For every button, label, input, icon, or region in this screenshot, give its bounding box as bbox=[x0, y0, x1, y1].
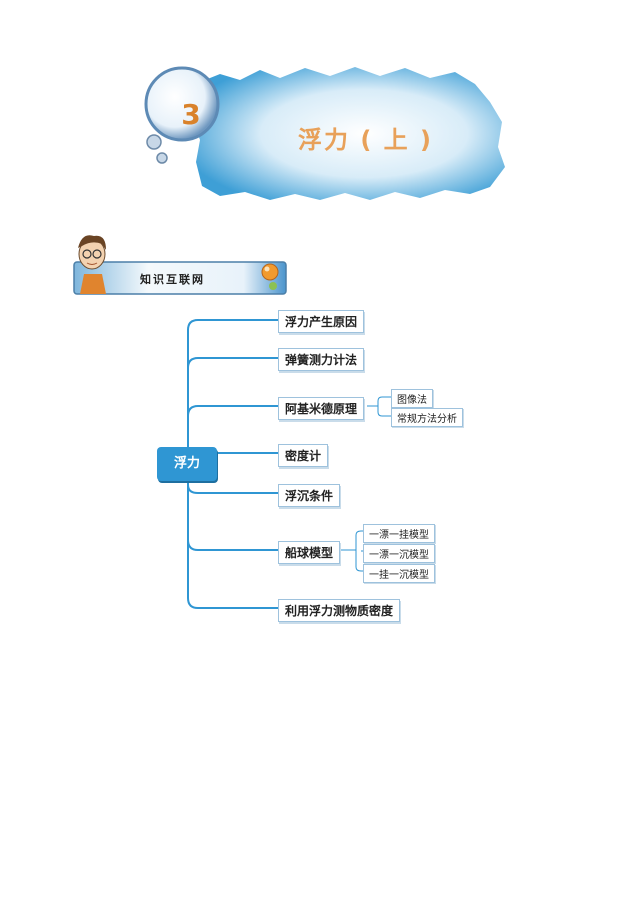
branch-node-spring-scale: 弹簧测力计法 bbox=[278, 348, 365, 371]
ball-icon bbox=[261, 263, 279, 290]
bubble-icon bbox=[146, 134, 162, 150]
chapter-orb bbox=[144, 66, 220, 142]
knowledge-badge bbox=[73, 235, 287, 295]
sub-bracket bbox=[355, 530, 362, 572]
badge-label: 知识互联网 bbox=[140, 273, 205, 286]
badge-bar bbox=[73, 261, 287, 295]
branch-line bbox=[187, 319, 279, 331]
leaf-node-float-hang: 一漂一挂模型 bbox=[363, 524, 435, 543]
chapter-banner bbox=[144, 66, 505, 200]
leaf-node-regular-analysis: 常规方法分析 bbox=[391, 408, 463, 427]
branch-line bbox=[187, 405, 279, 417]
sub-connector bbox=[361, 530, 363, 572]
chapter-number: 3 bbox=[181, 98, 201, 131]
branch-node-density-measure: 利用浮力测物质密度 bbox=[278, 599, 401, 622]
branch-line bbox=[187, 539, 279, 551]
sub-bracket bbox=[377, 396, 383, 417]
branch-node-hydrometer: 密度计 bbox=[278, 444, 329, 467]
mindmap-root: 浮力 bbox=[157, 447, 217, 481]
leaf-node-hang-sink: 一挂一沉模型 bbox=[363, 564, 435, 583]
branch-node-buoyancy-cause: 浮力产生原因 bbox=[278, 310, 365, 333]
branch-line bbox=[187, 357, 279, 369]
branch-node-ship-ball: 船球模型 bbox=[278, 541, 341, 564]
leaf-node-graph-method: 图像法 bbox=[391, 389, 433, 408]
sub-connector bbox=[382, 396, 391, 417]
frost-background bbox=[192, 67, 505, 200]
page-title: 浮力 ( 上 ) bbox=[298, 126, 434, 154]
bubble-icon bbox=[156, 152, 168, 164]
branch-node-float-sink: 浮沉条件 bbox=[278, 484, 341, 507]
boy-avatar-icon bbox=[78, 235, 106, 294]
branch-line bbox=[187, 484, 279, 494]
leaf-node-float-sink: 一漂一沉模型 bbox=[363, 544, 435, 563]
branch-node-archimedes: 阿基米德原理 bbox=[278, 397, 365, 420]
trunk-line bbox=[187, 329, 279, 609]
